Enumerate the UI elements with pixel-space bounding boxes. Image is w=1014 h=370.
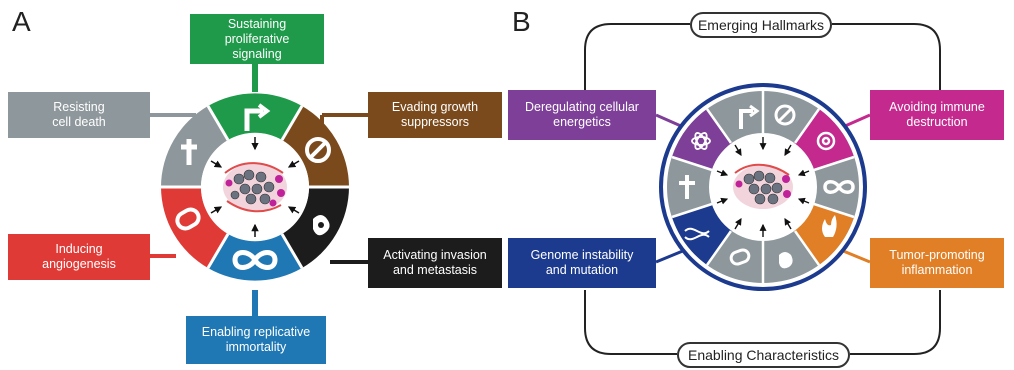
- prohibition-icon: [305, 137, 331, 163]
- panel-b-letter: B: [512, 6, 531, 37]
- invasive-cell-icon: [779, 252, 793, 269]
- segment-evading: [282, 106, 349, 187]
- box-inducing-angiogenesis: Inducing angiogenesis: [8, 234, 150, 280]
- tombstone-cross-icon: [181, 139, 197, 165]
- arrow-up-icon: [739, 104, 760, 129]
- box-tumor-promoting-inflammation: Tumor-promoting inflammation: [870, 238, 1004, 288]
- segment-sustaining: [208, 93, 302, 140]
- dna-icon: [684, 227, 710, 241]
- box-activating-invasion: Activating invasion and metastasis: [368, 238, 502, 288]
- enabling-characteristics-label: Enabling Characteristics: [677, 342, 850, 368]
- invasive-cell-icon: [313, 215, 330, 236]
- tumor-cluster-icon: [223, 162, 287, 213]
- blood-vessel-icon: [729, 248, 751, 266]
- target-icon: [816, 131, 836, 151]
- infinity-icon: [823, 180, 855, 194]
- tombstone-cross-icon: [679, 175, 695, 199]
- box-evading-suppressors: Evading growth suppressors: [368, 92, 502, 138]
- infinity-icon: [232, 250, 278, 270]
- atom-icon: [691, 132, 711, 150]
- panel-a-connectors: [150, 64, 368, 316]
- panel-a-wheel: [161, 93, 349, 281]
- blood-vessel-icon: [175, 207, 201, 231]
- box-deregulating-energetics: Deregulating cellular energetics: [508, 90, 656, 140]
- panel-a-letter: A: [12, 6, 31, 37]
- box-sustaining-signaling: Sustaining proliferative signaling: [190, 14, 324, 64]
- tumor-cluster-icon: [733, 163, 793, 209]
- box-replicative-immortality: Enabling replicative immortality: [186, 316, 326, 364]
- box-avoiding-immune-destruction: Avoiding immune destruction: [870, 90, 1004, 140]
- box-genome-instability: Genome instability and mutation: [508, 238, 656, 288]
- arrow-up-icon: [244, 103, 271, 131]
- box-resisting-cell-death: Resisting cell death: [8, 92, 150, 138]
- flame-icon: [822, 215, 837, 237]
- emerging-hallmarks-label: Emerging Hallmarks: [690, 12, 832, 38]
- prohibition-icon: [774, 104, 796, 126]
- panel-b-frames: [584, 23, 941, 355]
- panel-b-wheel: [659, 83, 867, 291]
- segment-angiogenesis: [161, 187, 228, 268]
